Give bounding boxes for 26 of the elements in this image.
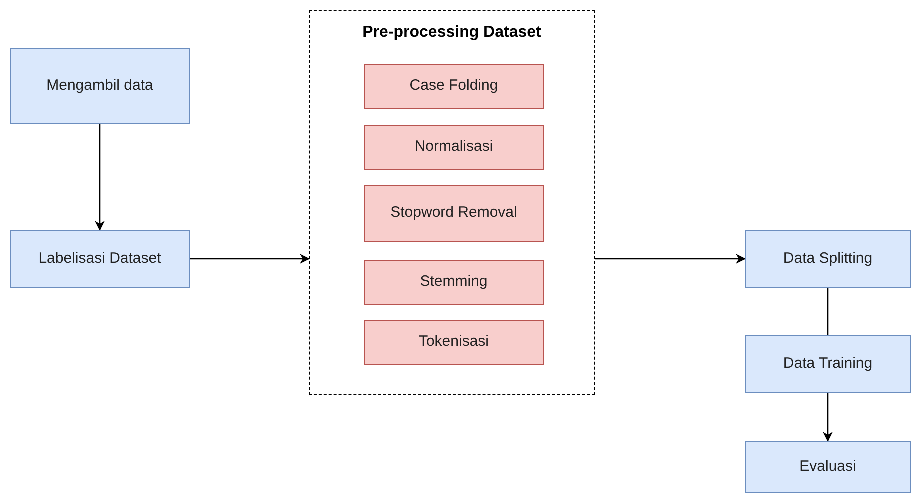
box-label: Case Folding xyxy=(408,77,500,96)
process-box xyxy=(745,441,911,493)
arrow xyxy=(95,124,105,231)
arrow xyxy=(190,254,310,264)
box-label: Normalisasi xyxy=(414,138,494,157)
group-title: Pre-processing Dataset xyxy=(362,23,542,43)
box-label: Evaluasi xyxy=(798,458,858,476)
process-box xyxy=(745,230,911,288)
process-box xyxy=(364,125,544,170)
process-box xyxy=(364,64,544,109)
process-box xyxy=(364,260,544,305)
process-box xyxy=(10,230,190,288)
box-label: Tokenisasi xyxy=(418,333,490,352)
box-label: Data Splitting xyxy=(782,250,874,268)
box-label: Data Training xyxy=(782,354,874,374)
box-label: Mengambil data xyxy=(46,76,154,96)
group-box xyxy=(309,10,595,395)
process-box xyxy=(364,320,544,365)
process-box xyxy=(364,185,544,242)
box-label: Stopword Removal xyxy=(390,204,518,223)
arrow xyxy=(595,254,746,264)
arrow xyxy=(823,393,833,442)
box-label: Stemming xyxy=(419,273,489,292)
process-box xyxy=(745,335,911,393)
process-box xyxy=(10,48,190,124)
box-label: Labelisasi Dataset xyxy=(38,250,162,268)
